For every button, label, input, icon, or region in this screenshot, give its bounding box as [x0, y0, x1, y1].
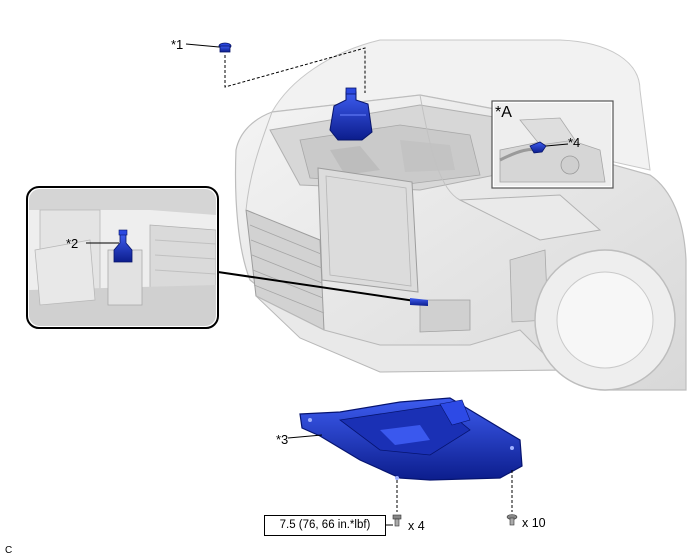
clip-quantity: x 10 [522, 516, 546, 530]
callout-2: *2 [66, 236, 79, 251]
callout-1: *1 [171, 37, 184, 52]
torque-spec: 7.5 (76, 66 in.*lbf) [264, 515, 386, 536]
figure-code: C [5, 545, 13, 556]
detail-a-view [491, 100, 614, 189]
engine-under-cover [287, 397, 523, 481]
inset-target-marker [410, 298, 428, 306]
callout-a: *A [495, 104, 512, 121]
reservoir-tank [329, 87, 373, 141]
callout-4: *4 [568, 135, 581, 150]
cap-part-1 [218, 42, 232, 53]
bolt-quantity: x 4 [408, 519, 425, 533]
inset-detail-view [26, 186, 219, 329]
inset-connector-line [217, 271, 423, 303]
clip-fastener [506, 470, 518, 526]
callout-3: *3 [276, 432, 289, 447]
bolt-fastener [386, 480, 402, 527]
vehicle-front [234, 39, 687, 391]
leader-line-1 [185, 43, 220, 48]
install-path-1 [224, 47, 366, 93]
